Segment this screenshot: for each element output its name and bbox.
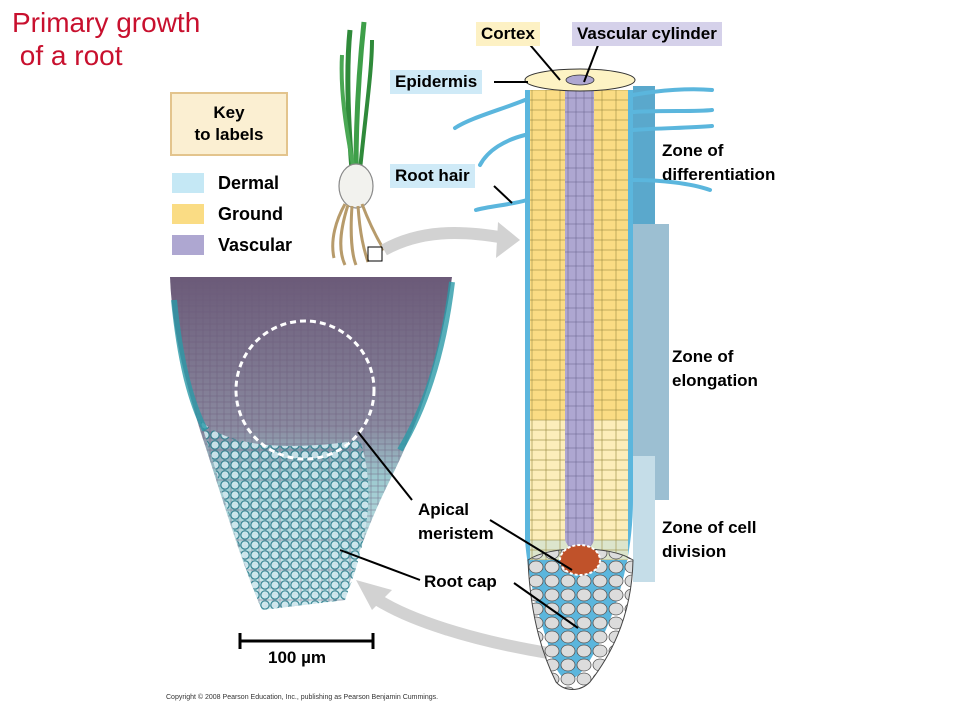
leader-lines bbox=[339, 32, 601, 629]
label-zone-cell-division: Zone of cell division bbox=[662, 518, 757, 561]
key-label-vascular: Vascular bbox=[218, 235, 293, 255]
key-swatch-vascular bbox=[172, 235, 204, 255]
label-root-hair: Root hair bbox=[390, 164, 475, 188]
label-epidermis: Epidermis bbox=[390, 70, 483, 94]
label-zone-elongation: Zone of elongation bbox=[672, 347, 758, 390]
root-hairs bbox=[453, 87, 714, 212]
label-vascular-cylinder: Vascular cylinder bbox=[572, 22, 722, 46]
key-swatch-ground bbox=[172, 204, 204, 224]
arrow-to-micrograph bbox=[374, 594, 549, 659]
scale-bar-label: 100 µm bbox=[268, 648, 326, 667]
key-box: Key to labels bbox=[170, 92, 288, 156]
key-title: Key to labels bbox=[194, 103, 264, 144]
key-label-ground: Ground bbox=[218, 204, 283, 224]
zone-bar-elongation bbox=[633, 224, 669, 500]
label-root-cap: Root cap bbox=[424, 572, 497, 591]
label-zone-differentiation: Zone of differentiation bbox=[662, 141, 776, 184]
label-cortex: Cortex bbox=[476, 22, 540, 46]
arrow-to-root bbox=[381, 227, 507, 256]
key-label-dermal: Dermal bbox=[218, 173, 280, 193]
root-tip-micrograph bbox=[170, 277, 455, 610]
copyright-text: Copyright © 2008 Pearson Education, Inc.… bbox=[166, 694, 439, 701]
key-swatch-dermal bbox=[172, 173, 204, 193]
root-longitudinal-section bbox=[524, 68, 636, 690]
zone-bar-cell-division bbox=[633, 456, 655, 582]
onion-plant-illustration bbox=[331, 21, 386, 266]
label-apical-meristem: Apical meristem bbox=[418, 500, 494, 543]
page-title: Primary growth of a root bbox=[12, 7, 201, 71]
scale-bar bbox=[238, 633, 375, 649]
